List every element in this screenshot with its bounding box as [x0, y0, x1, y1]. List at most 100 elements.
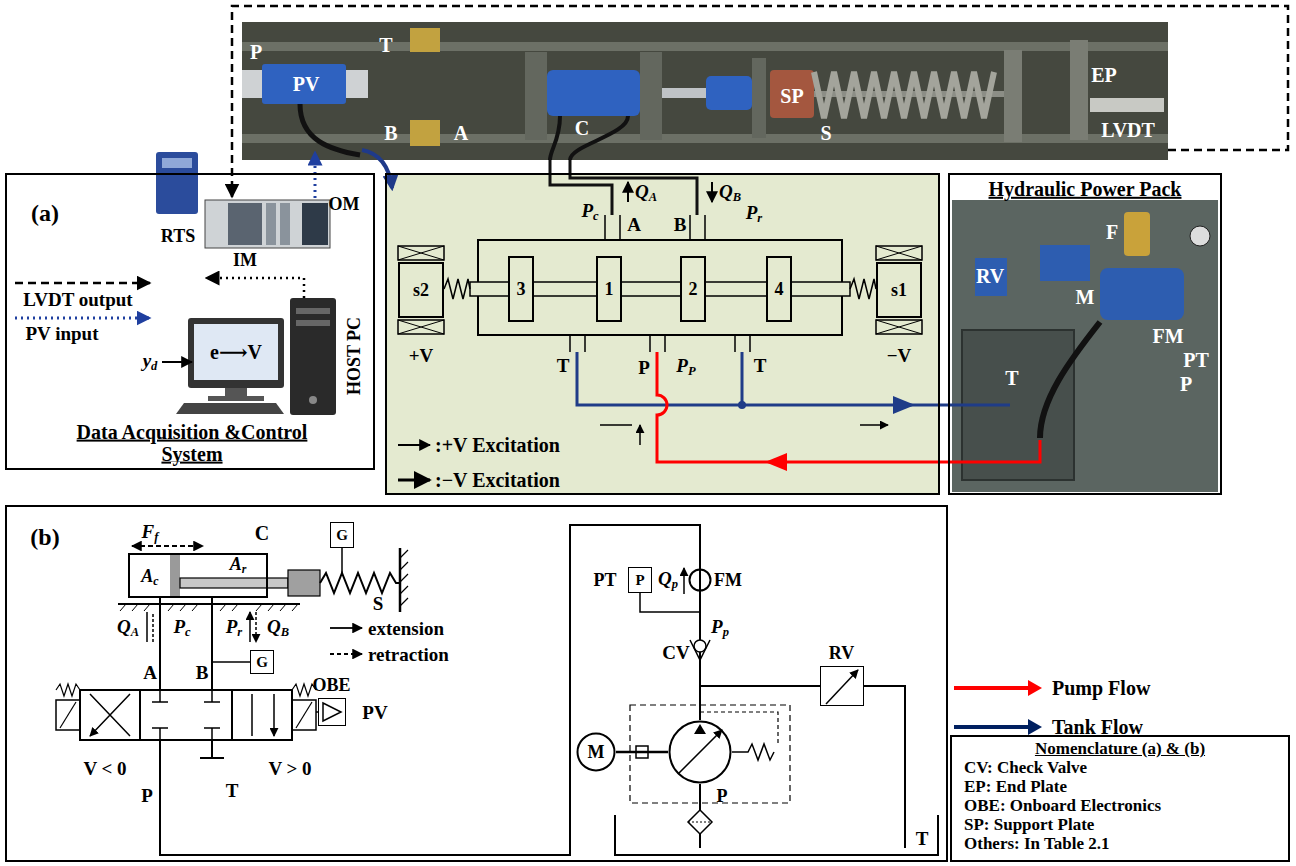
power-pack-photo [1190, 226, 1210, 246]
nomenclature-box-label: EP: End Plate [964, 777, 1067, 796]
symbol-label: Ff [142, 522, 159, 544]
daq-hardware [296, 320, 330, 326]
solenoid-label: s2 [413, 280, 429, 300]
input-module: IM [225, 200, 265, 248]
port-label: A [143, 663, 157, 682]
connector [700, 686, 820, 720]
spool-land: 1 [596, 256, 622, 322]
position-sensor-label: G [256, 654, 268, 671]
hydraulic-circuit [160, 525, 938, 855]
test-rig-photo [346, 70, 368, 98]
spool-land-label: 2 [689, 279, 698, 299]
valve-panel: :+V Excitation:−V Excitations23124s1 [385, 173, 940, 495]
photo-callout: C [575, 118, 589, 138]
test-rig-photo [1090, 98, 1164, 112]
test-rig-photo [640, 52, 662, 140]
test-rig-photo [242, 70, 262, 98]
valve-section-drawing [627, 182, 629, 202]
photo-callout: M [1076, 287, 1095, 307]
spool-land: 2 [680, 256, 706, 322]
valve-section-drawing [398, 479, 430, 482]
hydraulic-circuit [678, 730, 722, 774]
test-rig-photo [262, 64, 346, 104]
hydraulic-circuit [688, 810, 712, 834]
port-label: T [754, 356, 767, 375]
daq-hardware [176, 403, 284, 414]
daq-hardware [15, 152, 336, 415]
cylinder-drawing [180, 578, 288, 588]
daq-hardware [194, 324, 278, 380]
port-label: T [226, 781, 239, 800]
daq-hardware [290, 298, 336, 415]
legend-label: Tank Flow [1052, 716, 1143, 739]
daq-hardware [302, 203, 328, 245]
daq-hardware [280, 203, 290, 245]
pump: P [668, 720, 732, 784]
relief-valve-label: RV [829, 643, 854, 663]
cylinder-drawing [400, 550, 408, 606]
symbol-label: Pc [173, 617, 190, 639]
legend-swatch [1028, 719, 1042, 735]
photo-callout: EP [1091, 65, 1117, 85]
test-rig-photo [1004, 50, 1022, 142]
connector [206, 278, 304, 298]
host-pc-label: HOST PC [344, 317, 364, 395]
motor-outline [578, 734, 615, 771]
motor-label: M [588, 742, 605, 762]
daq-hardware [162, 361, 192, 363]
spool-land: 4 [766, 256, 792, 322]
hydraulic-cylinder-label: Ac [141, 566, 158, 589]
symbol-label: Qp [658, 569, 678, 591]
port-label: B [196, 663, 209, 682]
valve-section-drawing [398, 320, 444, 334]
hydraulic-circuit [690, 640, 710, 660]
pressure-transducer-label: P [635, 572, 644, 589]
test-rig-photo [550, 116, 628, 160]
photo-callout: T [1005, 368, 1018, 388]
hydraulic-cylinder: CAcAr [128, 553, 268, 598]
directional-valve-symbol [56, 598, 362, 740]
cylinder-drawing [288, 570, 320, 596]
nomenclature-box-label: Nomenclature (a) & (b) [1035, 739, 1205, 758]
panel-ground [385, 173, 940, 495]
onboard-electronics-label: OBE [312, 675, 350, 695]
pump-outline [670, 722, 731, 783]
panel-box-label: (b) [30, 524, 59, 551]
directional-valve-symbol [80, 690, 292, 740]
solenoid: s1 [876, 262, 922, 318]
flow-line [577, 352, 1010, 405]
flow-meter-outline [690, 570, 711, 591]
valve-section-drawing [876, 246, 922, 260]
nomenclature-box-label: Others: In Table 2.1 [964, 834, 1109, 853]
test-rig-photo [525, 52, 547, 140]
photo-callout: FM [1152, 326, 1183, 346]
test-rig-photo [242, 22, 1168, 160]
spool-land-label: 4 [775, 279, 784, 299]
panel-ground [385, 173, 940, 495]
test-rig-photo [752, 58, 766, 138]
power-pack-photo [1040, 245, 1090, 281]
valve-section-drawing [605, 215, 705, 240]
solenoid-label: s1 [891, 280, 907, 300]
photo-callout: A [454, 123, 468, 143]
photo-callout: LVDT [1101, 120, 1155, 140]
test-rig-photo [662, 88, 706, 98]
test-rig-photo [242, 134, 1168, 143]
valve-section-drawing [876, 320, 922, 334]
flow-line [639, 425, 641, 445]
position-sensor-label: G [336, 527, 348, 544]
test-rig-photo [547, 70, 640, 116]
test-rig-photo [814, 72, 994, 118]
hydraulic-circuit [732, 744, 774, 760]
nomenclature-box: Nomenclature (a) & (b)CV: Check ValveEP:… [950, 735, 1290, 862]
real-time-system: RTS [150, 148, 206, 288]
directional-valve-symbol [252, 694, 274, 736]
flow-line [738, 401, 746, 409]
signal-wire [362, 150, 392, 188]
voltage-label: −V [887, 346, 912, 365]
power-pack-photo [952, 200, 1218, 492]
directional-valve-symbol [296, 702, 312, 728]
photo-callout: S [820, 123, 831, 143]
panel-box: (b)CAcArGGOBEPTPFMRVMP [5, 505, 948, 862]
